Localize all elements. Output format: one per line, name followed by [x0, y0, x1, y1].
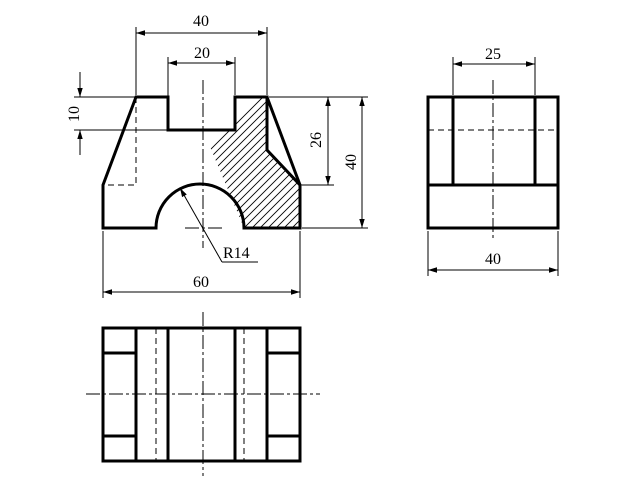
dim-side-width-label: 40	[485, 251, 501, 268]
hatch-line	[261, 97, 300, 228]
hatch-line	[203, 97, 300, 228]
top-view	[86, 312, 320, 476]
front-outline	[101, 95, 302, 230]
hatch-line	[310, 50, 510, 250]
front-hidden-lines	[103, 97, 137, 186]
hatch-line	[277, 97, 300, 228]
hatch-line	[203, 97, 300, 228]
dim-radius-label: R14	[223, 245, 250, 262]
hatch-line	[374, 50, 574, 250]
dim-base-width-label: 60	[193, 274, 209, 291]
hatch-line	[334, 50, 534, 250]
dim-overall-height: 40	[302, 96, 368, 229]
dim-slot-width-label: 20	[194, 45, 210, 62]
hatch-line	[390, 50, 590, 250]
dim-side-slot-width: 25	[452, 46, 536, 95]
dim-slot-depth: 10	[66, 72, 168, 155]
dim-slot-depth-label: 10	[66, 106, 83, 122]
dim-radius: R14	[179, 187, 258, 263]
hatch-line	[318, 50, 518, 250]
hatch-line	[406, 50, 606, 250]
dim-overall-height-label: 40	[343, 154, 360, 170]
hatch-line	[342, 50, 542, 250]
dim-hatch-height-label: 26	[308, 132, 325, 148]
hatch-line	[229, 97, 300, 228]
hatch-line	[205, 97, 300, 228]
hatch-line	[203, 97, 300, 228]
hatch-line	[285, 97, 300, 228]
side-view: 25 40	[426, 46, 560, 276]
dim-slot-width: 20	[167, 45, 236, 128]
hatch-line	[203, 97, 300, 228]
front-hatch-section	[203, 50, 606, 250]
hatch-line	[213, 97, 300, 228]
hatch-line	[203, 97, 300, 228]
hatch-line	[203, 97, 300, 228]
hatch-line	[326, 50, 526, 250]
hatch-line	[203, 97, 300, 228]
dim-top-width-label: 40	[193, 13, 209, 30]
front-view: 40 20 10 26 40	[66, 13, 606, 298]
hatch-line	[203, 97, 300, 228]
hatch-line	[203, 97, 300, 228]
hatch-line	[203, 97, 300, 228]
hatch-line	[221, 97, 300, 228]
dim-base-width: 60	[102, 231, 301, 298]
front-inner-edge	[265, 95, 303, 188]
hatch-line	[350, 50, 550, 250]
hatch-line	[253, 97, 300, 228]
dim-side-slot-width-label: 25	[485, 46, 501, 63]
hatch-line	[302, 50, 502, 250]
hatch-line	[358, 50, 558, 250]
dim-side-width: 40	[427, 231, 559, 276]
hatch-line	[382, 50, 582, 250]
hatch-line	[293, 97, 300, 228]
hatch-line	[203, 97, 300, 228]
hatch-line	[245, 97, 300, 228]
hatch-line	[237, 97, 300, 228]
dim-hatch-height: 26	[269, 96, 334, 186]
dim-top-width: 40	[135, 13, 268, 95]
